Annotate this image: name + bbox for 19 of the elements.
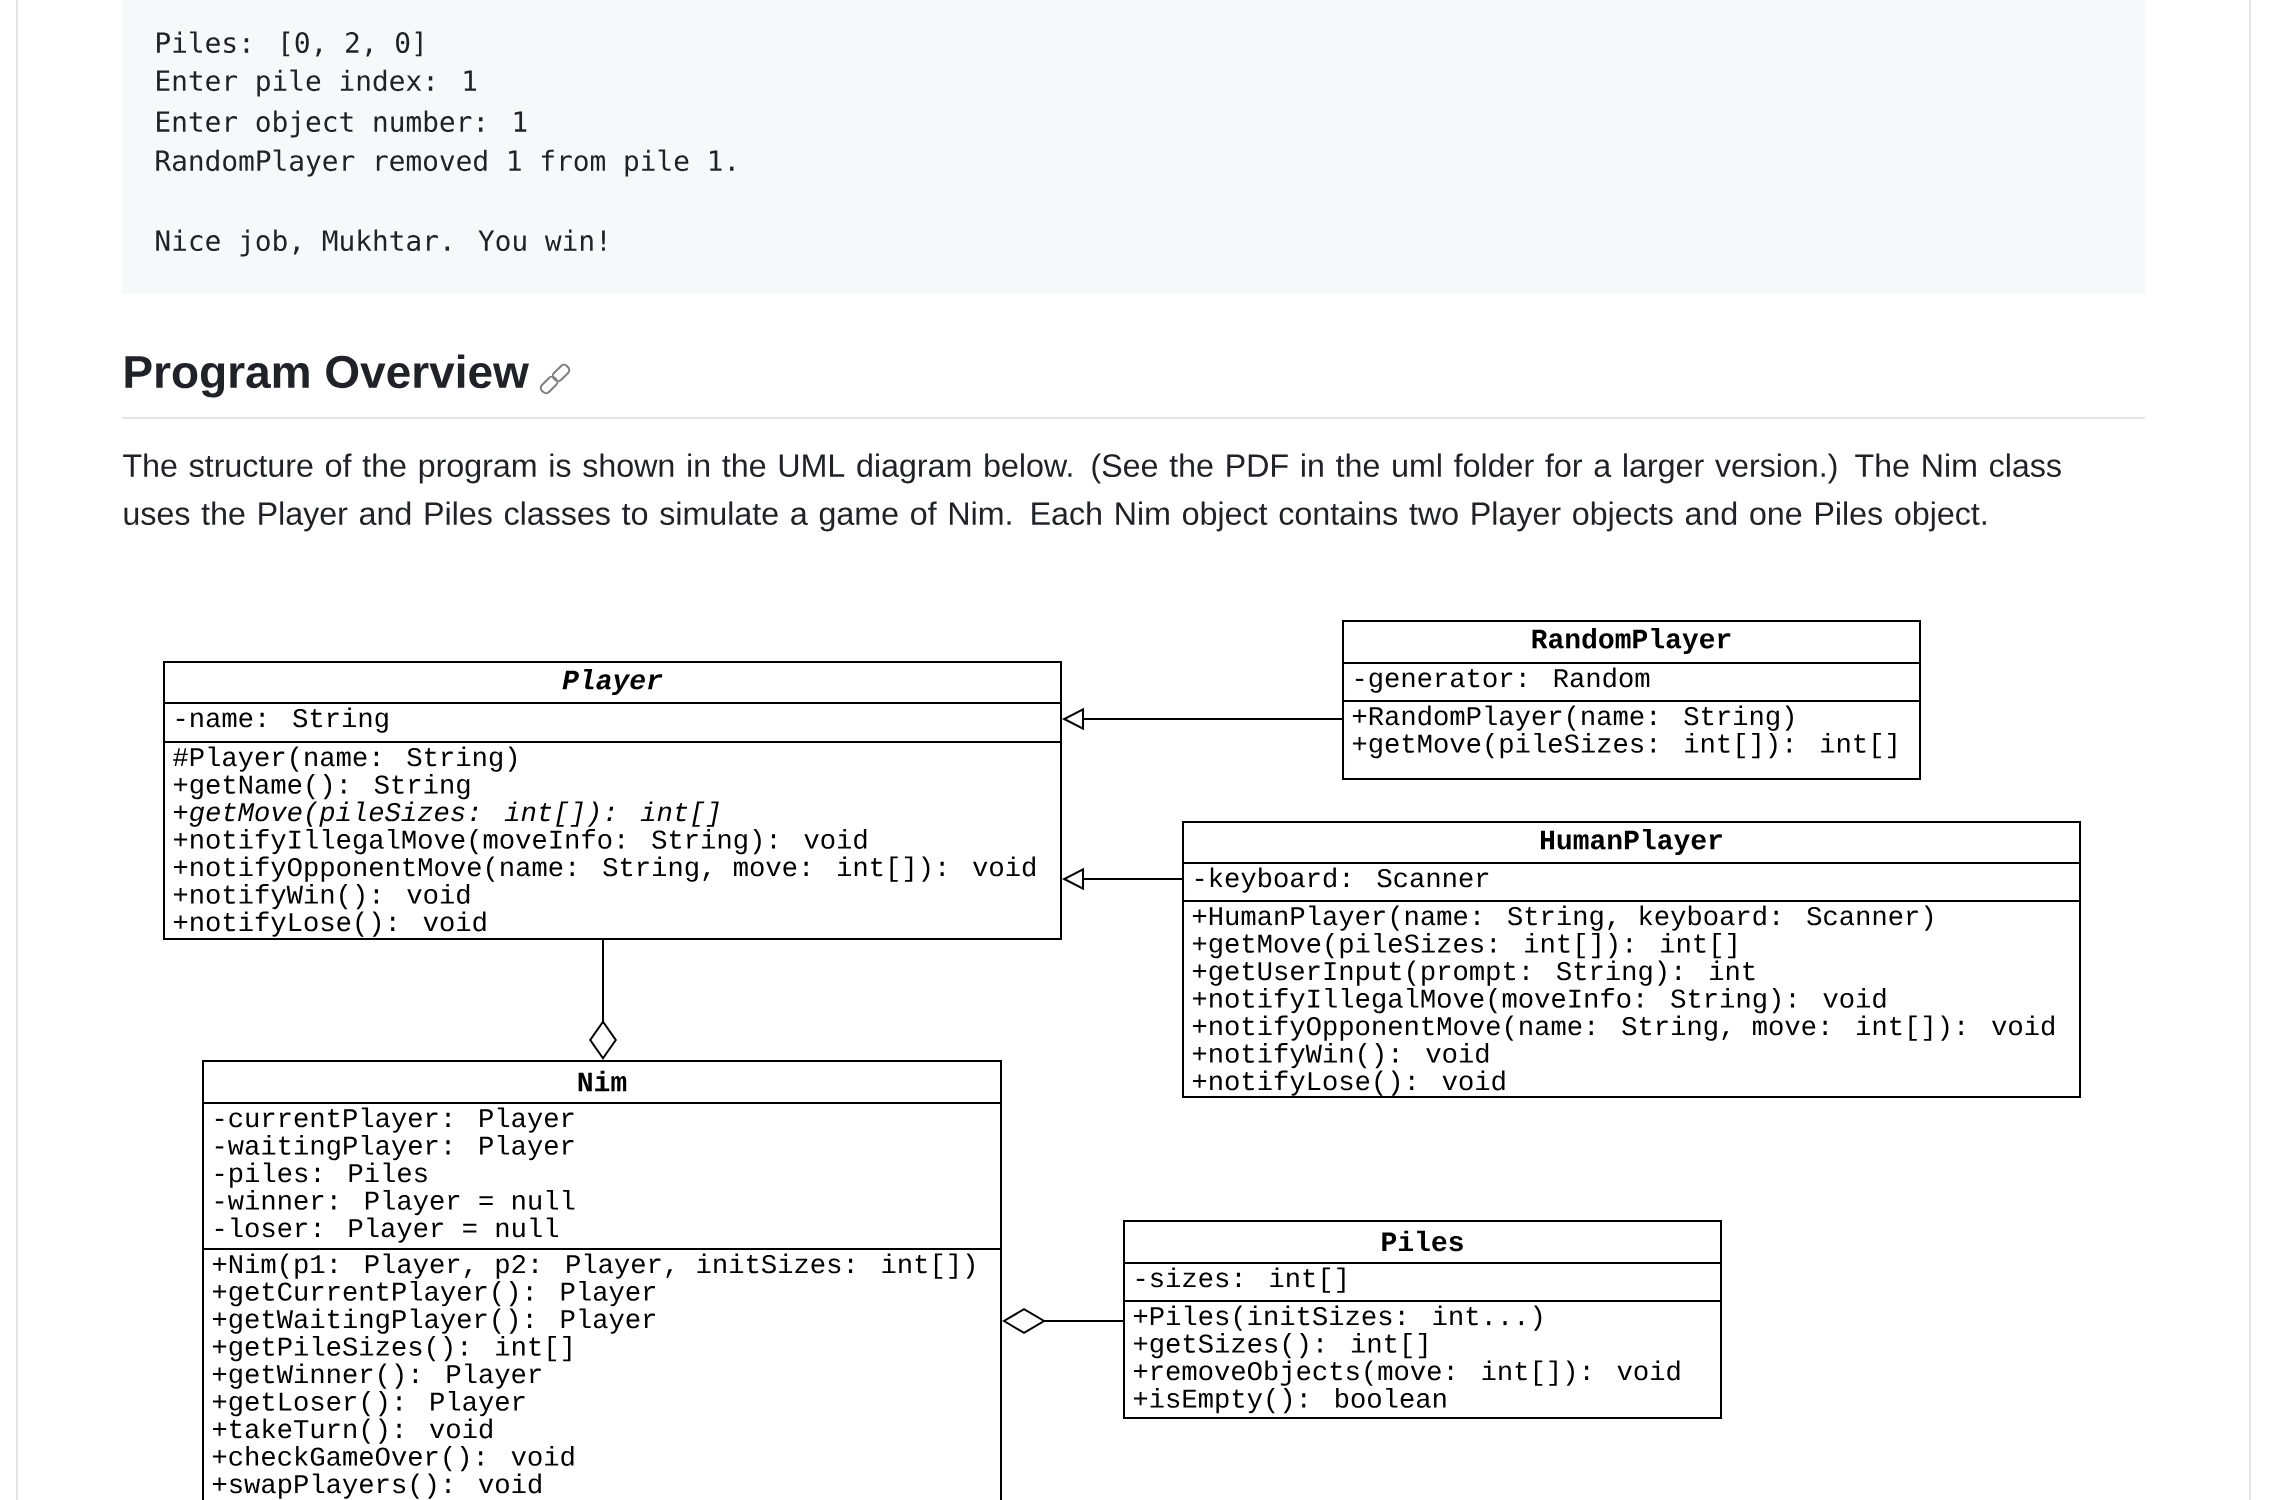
attribute-compartment: -name: String [163,702,1062,743]
heading: Program Overview [125,354,529,398]
attribute-compartment: -generator: Random [1342,662,1921,702]
code-line: Nice job, Mukhtar. You win! [156,229,605,257]
method-compartment: +RandomPlayer(name: String) +getMove(pileSizes: int[]): int[] [1342,700,1921,780]
code-line: RandomPlayer removed 1 from pile 1. [156,149,734,177]
code-line: Enter object number: 1 [157,110,527,138]
method-compartment: +HumanPlayer(name: String, keyboard: Scanner) +getMove(pileSizes: int[]): int[] +getUserInput(prompt: String): int +notifyIllegalMove(moveInfo: String): void +notifyOpponentMove(name: String, move: int[]): void +notifyWin(): void +notifyLose(): void [1182,900,2081,1098]
attribute-compartment: -keyboard: Scanner [1182,862,2081,902]
method-compartment: #Player(name: String) +getName(): String +getMove(pileSizes: int[]): int[] +notifyIllegalMove(moveInfo: String): void +notifyOpponentMove(name: String, move: int[]): void +notifyWin(): void +notifyLose(): void [163,741,1062,940]
method-compartment: +Nim(p1: Player, p2: Player, initSizes: int[]) +getCurrentPlayer(): Player +getWaitingPlayer(): Player +getPileSizes(): int[] +getWinner(): Player +getLoser(): Player +takeTurn(): void +checkGameOver(): void +swapPlayers(): void [202,1248,1002,1500]
paragraph: The structure of the program is shown in the UML diagram below. (See the PDF in the uml folder for a larger version.) The Nim class uses the Player and Piles classes to simulate a game of Nim. Each Nim object contains two Player objects and one Piles object. [123,453,2061,532]
code-line: Piles: [0, 2, 0] [157,31,422,57]
aggregation-line [1002,1308,1124,1334]
method-compartment: +Piles(initSizes: int...) +getSizes(): int[] +removeObjects(move: int[]): void +isEmpty(): boolean [1123,1300,1722,1419]
aggregation-line [589,939,617,1060]
attribute-compartment: -currentPlayer: Player -waitingPlayer: Player -piles: Piles -winner: Player = null -loser: Player = null [202,1102,1002,1250]
attribute-compartment: -sizes: int[] [1123,1262,1722,1302]
code-line: Enter pile index: 1 [157,69,477,97]
